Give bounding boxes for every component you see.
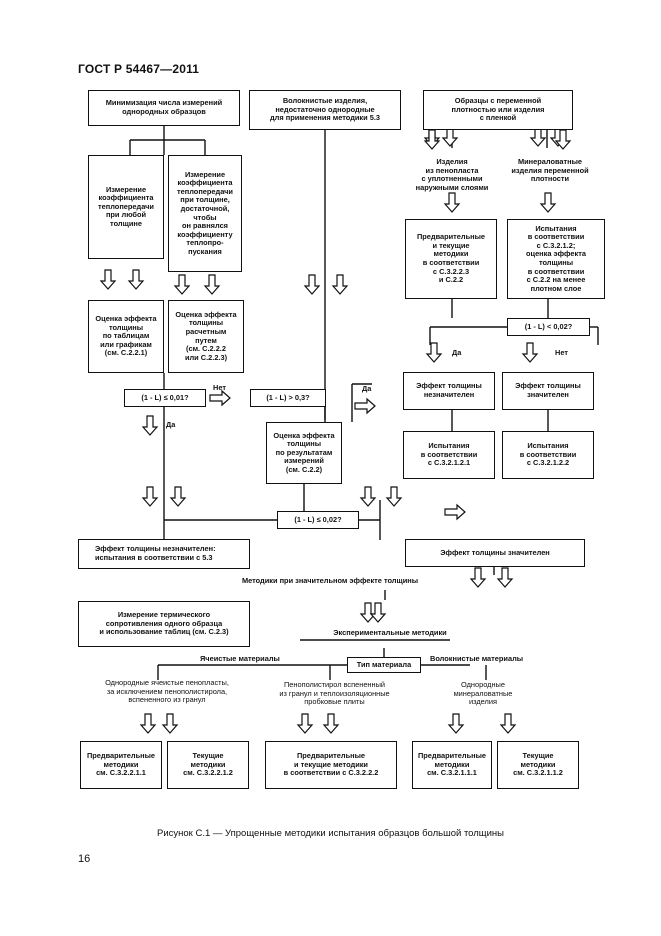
box-minimize-measurements: Минимизация числа измерений однородных о… bbox=[88, 90, 240, 126]
text-methods-significant: Методики при значительном эффекте толщин… bbox=[241, 576, 419, 585]
down-arrow-icon bbox=[173, 274, 191, 295]
box-effect-significant-right: Эффект толщины значителен bbox=[502, 372, 594, 410]
box-assess-results: Оценка эффекта толщины по результатам из… bbox=[266, 422, 342, 484]
label-yes-001: Да bbox=[166, 420, 176, 429]
box-fibrous-insufficient: Волокнистые изделия, недостаточно одноро… bbox=[249, 90, 401, 130]
down-arrow-icon bbox=[331, 274, 349, 295]
box-tests-c32121: Испытания в соответствии с С.3.2.1.2.1 bbox=[403, 431, 495, 479]
text-cellular-materials: Ячеистые материалы bbox=[200, 654, 280, 663]
box-tests-variable: Испытания в соответствии с С.3.2.1.2; оц… bbox=[507, 219, 605, 299]
box-assess-tables: Оценка эффекта толщины по таблицам или г… bbox=[88, 300, 164, 373]
box-prelim-c32211: Предварительные методики см. С.3.2.2.1.1 bbox=[80, 741, 162, 789]
box-effect-insignificant-main: Эффект толщины незначителен: испытания в… bbox=[78, 539, 250, 569]
right-arrow-icon bbox=[209, 389, 231, 407]
box-measure-thermal: Измерение термического сопротивления одн… bbox=[78, 601, 250, 647]
down-arrow-icon bbox=[322, 713, 340, 734]
box-effect-insignificant-right: Эффект толщины незначителен bbox=[403, 372, 495, 410]
text-experimental-methods: Экспериментальные методики bbox=[333, 628, 447, 637]
box-prelim-current-foam: Предварительные и текущие методики в соо… bbox=[405, 219, 497, 299]
box-prelim-c32111: Предварительные методики см. С.3.2.1.1.1 bbox=[412, 741, 492, 789]
box-measure-any-thickness: Измерение коэффициента теплопередачи при… bbox=[88, 155, 164, 259]
right-arrow-icon bbox=[354, 397, 376, 415]
label-yes-03: Да bbox=[362, 384, 372, 393]
text-foam-with-layers: Изделия из пенопласта с уплотненными нар… bbox=[415, 157, 489, 192]
down-arrow-icon bbox=[554, 129, 572, 150]
down-arrow-icon bbox=[447, 713, 465, 734]
down-arrow-icon bbox=[169, 486, 187, 507]
down-arrow-icon bbox=[425, 342, 443, 363]
right-arrow-icon bbox=[444, 503, 466, 521]
down-arrow-icon bbox=[521, 342, 539, 363]
box-current-c32212: Текущие методики см. С.3.2.2.1.2 bbox=[167, 741, 249, 789]
down-arrow-icon bbox=[499, 713, 517, 734]
text-mineral-variable: Минераловатные изделия переменной плотно… bbox=[511, 157, 589, 184]
box-variable-density: Образцы с переменной плотностью или изде… bbox=[423, 90, 573, 130]
down-arrow-icon bbox=[539, 192, 557, 213]
box-condition-right: (1 - L) < 0,02? bbox=[507, 318, 590, 336]
down-arrow-icon bbox=[423, 129, 441, 150]
box-current-c32112: Текущие методики см. С.3.2.1.1.2 bbox=[497, 741, 579, 789]
box-condition-002: (1 - L) ≤ 0,02? bbox=[277, 511, 359, 529]
down-arrow-icon bbox=[359, 602, 377, 623]
down-arrow-icon bbox=[99, 269, 117, 290]
text-fibrous-materials: Волокнистые материалы bbox=[430, 654, 524, 663]
box-tests-c32122: Испытания в соответствии с С.3.2.1.2.2 bbox=[502, 431, 594, 479]
box-condition-001: (1 - L) ≤ 0,01? bbox=[124, 389, 206, 407]
text-homogeneous-cellular: Однородные ячеистые пенопласты, за исклю… bbox=[105, 678, 229, 705]
down-arrow-icon bbox=[139, 713, 157, 734]
down-arrow-icon bbox=[385, 486, 403, 507]
box-prelim-current-c3222: Предварительные и текущие методики в соо… bbox=[265, 741, 397, 789]
down-arrow-icon bbox=[127, 269, 145, 290]
box-effect-significant-main: Эффект толщины значителен bbox=[405, 539, 585, 567]
document-header: ГОСТ Р 54467—2011 bbox=[78, 62, 200, 76]
down-arrow-icon bbox=[303, 274, 321, 295]
text-eps-granules: Пенополистирол вспененный из гранул и те… bbox=[279, 680, 390, 707]
down-arrow-icon bbox=[161, 713, 179, 734]
label-no-right: Нет bbox=[555, 348, 568, 357]
down-arrow-icon bbox=[469, 567, 487, 588]
box-condition-03: (1 - L) > 0,3? bbox=[250, 389, 326, 407]
label-yes-right: Да bbox=[452, 348, 462, 357]
down-arrow-icon bbox=[296, 713, 314, 734]
text-homogeneous-mineral: Однородные минераловатные изделия bbox=[453, 680, 513, 707]
down-arrow-icon bbox=[359, 486, 377, 507]
down-arrow-icon bbox=[443, 192, 461, 213]
box-assess-calculation: Оценка эффекта толщины расчетным путем (… bbox=[168, 300, 244, 373]
page-number: 16 bbox=[78, 853, 91, 865]
box-material-type: Тип материала bbox=[347, 657, 421, 673]
down-arrow-icon bbox=[369, 602, 387, 623]
down-arrow-icon bbox=[141, 415, 159, 436]
down-arrow-icon bbox=[203, 274, 221, 295]
figure-caption: Рисунок С.1 — Упрощенные методики испыта… bbox=[156, 828, 504, 839]
box-measure-sufficient-thickness: Измерение коэффициента теплопередачи при… bbox=[168, 155, 242, 272]
down-arrow-icon bbox=[141, 486, 159, 507]
label-no-001: Нет bbox=[213, 383, 226, 392]
down-arrow-icon bbox=[496, 567, 514, 588]
